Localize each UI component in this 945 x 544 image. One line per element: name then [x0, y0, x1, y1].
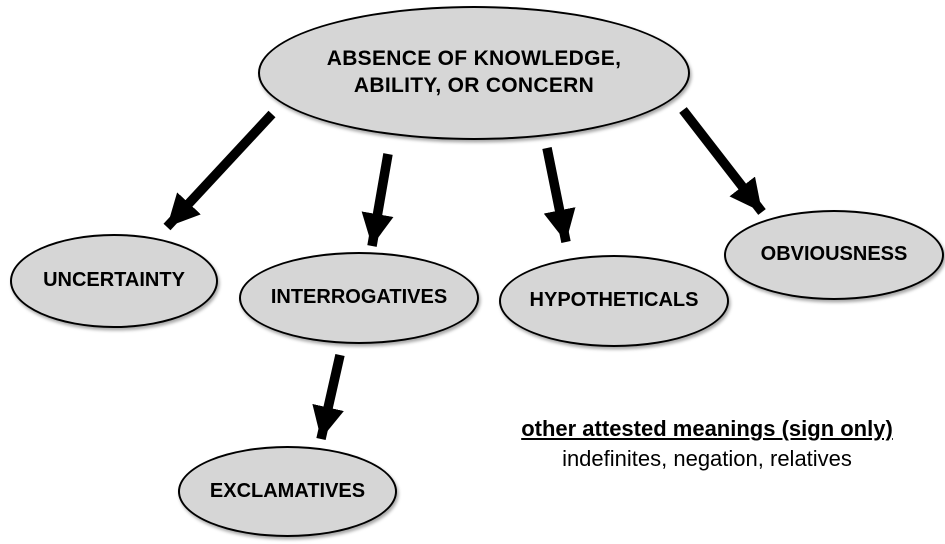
arrow-absence-to-hypotheticals [542, 147, 576, 243]
node-interrogatives: INTERROGATIVES [239, 252, 479, 344]
node-absence-label-line1: ABSENCE OF KNOWLEDGE, [326, 47, 622, 71]
node-obviousness-label: OBVIOUSNESS [760, 243, 908, 266]
arrow-absence-to-uncertainty [163, 110, 276, 231]
node-exclamatives: EXCLAMATIVES [178, 446, 397, 537]
node-obviousness: OBVIOUSNESS [724, 210, 944, 300]
node-exclamatives-label: EXCLAMATIVES [209, 479, 366, 502]
arrow-interrogatives-to-exclamatives [312, 353, 345, 441]
node-uncertainty-label: UNCERTAINTY [43, 269, 185, 292]
node-hypotheticals-label: HYPOTHETICALS [529, 289, 699, 312]
note-body: indefinites, negation, relatives [562, 446, 852, 471]
node-absence: ABSENCE OF KNOWLEDGE, ABILITY, OR CONCER… [258, 6, 690, 140]
node-absence-label-line2: ABILITY, OR CONCERN [353, 74, 595, 97]
note-heading: other attested meanings (sign only) [521, 416, 893, 441]
node-interrogatives-label: INTERROGATIVES [270, 286, 448, 309]
node-uncertainty: UNCERTAINTY [10, 234, 218, 328]
node-hypotheticals: HYPOTHETICALS [499, 255, 729, 347]
arrow-absence-to-obviousness [679, 107, 766, 215]
arrow-absence-to-interrogatives [361, 153, 394, 247]
other-meanings-note: other attested meanings (sign only) inde… [472, 416, 942, 472]
